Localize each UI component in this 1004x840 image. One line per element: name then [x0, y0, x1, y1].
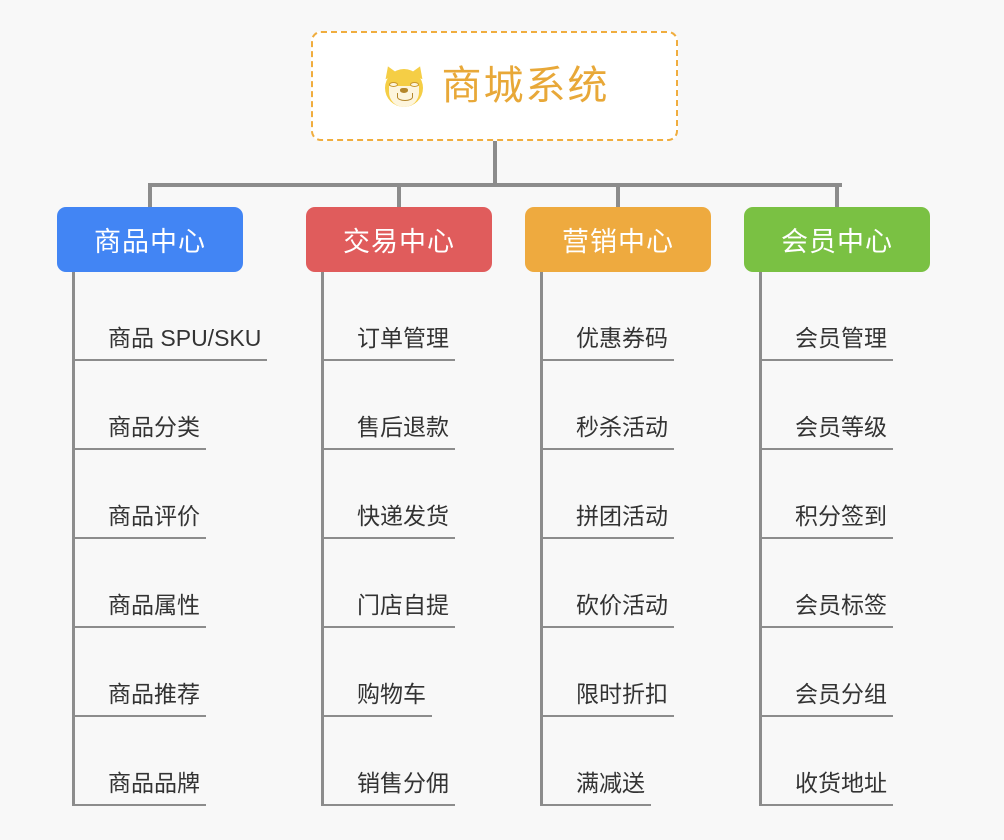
root-node[interactable]: 商城系统	[311, 31, 678, 141]
leaf-item-label: 销售分佣	[321, 770, 455, 806]
branch-trunk-marketing-center	[540, 272, 543, 806]
leaf-item[interactable]: 快递发货	[321, 450, 455, 539]
branch-trunk-member-center	[759, 272, 762, 806]
leaf-item-label: 商品品牌	[72, 770, 206, 806]
leaf-item[interactable]: 购物车	[321, 628, 432, 717]
category-label: 会员中心	[781, 227, 893, 257]
branch-trunk-product-center	[72, 272, 75, 806]
leaf-item[interactable]: 会员分组	[759, 628, 893, 717]
leaf-item-label: 商品属性	[72, 592, 206, 628]
leaf-item-label: 收货地址	[759, 770, 893, 806]
leaf-item[interactable]: 积分签到	[759, 450, 893, 539]
leaf-item[interactable]: 收货地址	[759, 717, 893, 806]
leaf-item[interactable]: 秒杀活动	[540, 361, 674, 450]
connector-drop-marketing-center	[616, 183, 620, 207]
leaf-item-label: 订单管理	[321, 325, 455, 361]
leaf-item[interactable]: 优惠券码	[540, 272, 674, 361]
leaf-item-label: 门店自提	[321, 592, 455, 628]
leaf-item-label: 砍价活动	[540, 592, 674, 628]
leaf-item-label: 快递发货	[321, 503, 455, 539]
leaf-item[interactable]: 满减送	[540, 717, 651, 806]
leaf-item[interactable]: 门店自提	[321, 539, 455, 628]
leaf-item-label: 售后退款	[321, 414, 455, 450]
leaf-item-label: 秒杀活动	[540, 414, 674, 450]
category-label: 交易中心	[343, 227, 455, 257]
leaf-item[interactable]: 砍价活动	[540, 539, 674, 628]
leaf-item[interactable]: 会员标签	[759, 539, 893, 628]
connector-bus	[148, 183, 842, 187]
leaf-item-label: 积分签到	[759, 503, 893, 539]
leaf-item[interactable]: 销售分佣	[321, 717, 455, 806]
category-label: 商品中心	[94, 227, 206, 257]
leaf-item-label: 满减送	[540, 770, 651, 806]
category-box-member-center[interactable]: 会员中心	[744, 207, 930, 272]
category-box-trade-center[interactable]: 交易中心	[306, 207, 492, 272]
branch-trunk-trade-center	[321, 272, 324, 806]
leaf-item-label: 优惠券码	[540, 325, 674, 361]
leaf-item-label: 会员等级	[759, 414, 893, 450]
category-box-marketing-center[interactable]: 营销中心	[525, 207, 711, 272]
leaf-item[interactable]: 商品品牌	[72, 717, 206, 806]
leaf-item[interactable]: 商品推荐	[72, 628, 206, 717]
connector-drop-member-center	[835, 183, 839, 207]
connector-root-stem	[493, 141, 497, 185]
leaf-item[interactable]: 商品分类	[72, 361, 206, 450]
leaf-item-label: 商品 SPU/SKU	[72, 325, 268, 361]
leaf-item[interactable]: 会员管理	[759, 272, 893, 361]
leaf-item-label: 会员分组	[759, 681, 893, 717]
leaf-item-label: 购物车	[321, 681, 432, 717]
leaf-item[interactable]: 订单管理	[321, 272, 455, 361]
leaf-item[interactable]: 会员等级	[759, 361, 893, 450]
connector-drop-product-center	[148, 183, 152, 207]
leaf-item[interactable]: 拼团活动	[540, 450, 674, 539]
connector-drop-trade-center	[397, 183, 401, 207]
leaf-item-label: 会员管理	[759, 325, 893, 361]
leaf-item[interactable]: 售后退款	[321, 361, 455, 450]
dog-face-icon	[380, 62, 428, 110]
leaf-item-label: 商品推荐	[72, 681, 206, 717]
leaf-item[interactable]: 商品 SPU/SKU	[72, 272, 268, 361]
root-title: 商城系统	[441, 64, 610, 108]
leaf-item-label: 拼团活动	[540, 503, 674, 539]
leaf-item[interactable]: 商品评价	[72, 450, 206, 539]
category-label: 营销中心	[562, 227, 674, 257]
category-box-product-center[interactable]: 商品中心	[57, 207, 243, 272]
leaf-item[interactable]: 限时折扣	[540, 628, 674, 717]
leaf-item-label: 会员标签	[759, 592, 893, 628]
leaf-item-label: 限时折扣	[540, 681, 674, 717]
leaf-item-label: 商品分类	[72, 414, 206, 450]
leaf-item[interactable]: 商品属性	[72, 539, 206, 628]
leaf-item-label: 商品评价	[72, 503, 206, 539]
